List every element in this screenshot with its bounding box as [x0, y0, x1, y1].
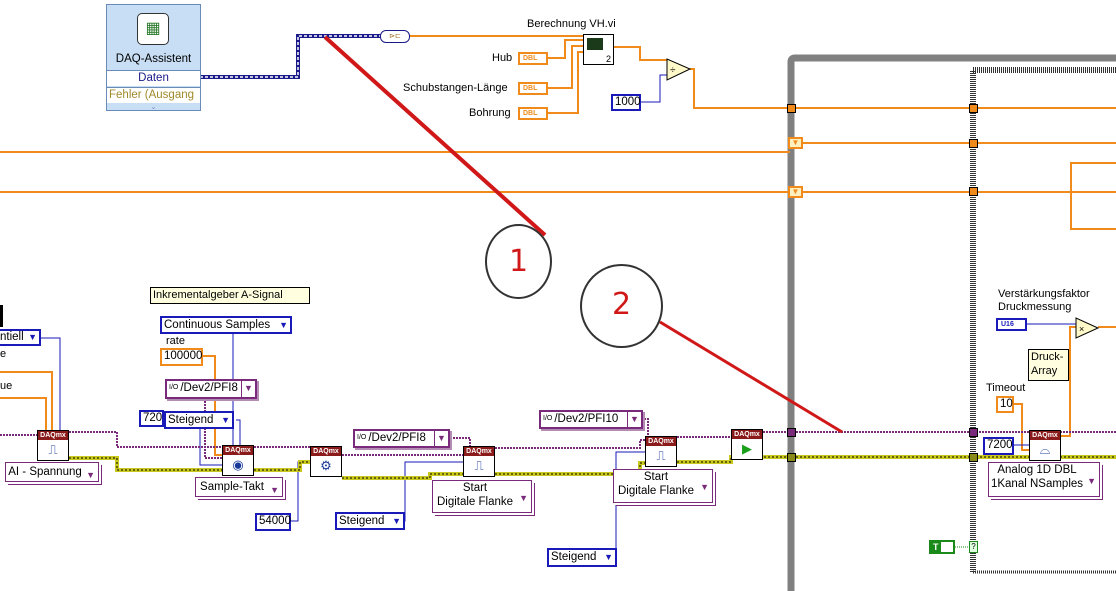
daq-assistant-title: DAQ-Assistent — [115, 53, 192, 65]
expand-chevron-icon[interactable]: ⌄ — [150, 104, 157, 111]
constant-54000[interactable]: 54000 — [255, 513, 291, 531]
double-wires — [0, 35, 1116, 456]
case-tunnel — [969, 187, 978, 196]
constant-7200[interactable]: 7200 — [983, 437, 1014, 455]
inner-structure — [1070, 162, 1116, 230]
constant-1000[interactable]: 1000 — [611, 94, 641, 111]
error-tunnel — [969, 453, 978, 462]
u16-control[interactable]: U16 — [996, 318, 1027, 331]
partial-label: e — [0, 348, 7, 360]
case-tunnel — [969, 104, 978, 113]
while-loop-border — [787, 54, 1116, 591]
task-tunnel — [969, 428, 978, 437]
daqmx-create-channel[interactable]: DAQmx⎍ — [37, 430, 69, 461]
stop-condition-icon: ? — [969, 541, 978, 553]
subvi-label: Berechnung VH.vi — [527, 18, 616, 30]
rate-label: rate — [166, 335, 185, 347]
subvi-badge: 2 — [605, 54, 611, 64]
terminal-config-enum[interactable]: ntiell▼ — [0, 329, 41, 346]
bohrung-control[interactable]: DBL — [518, 107, 548, 120]
error-tunnel — [787, 453, 796, 462]
io-glyph: I/O — [543, 415, 553, 422]
daqmx-start-task[interactable]: DAQmx▶ — [731, 429, 763, 460]
pfi8-channel-a[interactable]: I/O/Dev2/PFI8▼ — [165, 379, 257, 399]
timeout-label: Timeout — [986, 382, 1026, 394]
annotation-circle-2: 2 — [580, 264, 663, 348]
timeout-constant[interactable]: 10 — [996, 396, 1014, 413]
steigend-enum-1[interactable]: Steigend▼ — [164, 411, 234, 429]
case-structure-border — [970, 67, 1116, 572]
shift-register-icon: ▼ — [788, 137, 803, 149]
play-icon: ▶ — [742, 441, 752, 456]
svg-text:×: × — [1079, 324, 1084, 334]
dropdown-arrow-icon: ▼ — [28, 332, 37, 342]
daqmx-configure-input-buffer[interactable]: DAQmx⚙ — [310, 446, 342, 477]
ai-spannung-selector[interactable]: AI - Spannung▼ — [5, 462, 99, 482]
convert-dynamic-data-icon: ⊳⊏ — [380, 30, 410, 43]
continuous-samples-enum[interactable]: Continuous Samples▼ — [160, 316, 292, 334]
shift-register-icon: ▼ — [788, 186, 803, 198]
dynamic-wire — [200, 34, 383, 79]
hub-control[interactable]: DBL — [518, 52, 548, 65]
create-channel-icon: ⎍ — [48, 442, 58, 457]
svg-text:÷: ÷ — [670, 65, 676, 76]
divide-function — [666, 58, 692, 81]
steigend-enum-3[interactable]: Steigend▼ — [547, 548, 617, 567]
daqmx-trigger-2[interactable]: DAQmx⎍ — [645, 436, 677, 467]
io-glyph: I/O — [169, 384, 179, 391]
inkrementalgeber-label: Inkrementalgeber A-Signal — [150, 287, 310, 304]
daq-assistant-express-vi[interactable]: ▦ DAQ-Assistent Daten Fehler (Ausgang ⌄ — [106, 4, 201, 111]
glasses-icon: ⌓ — [1039, 442, 1051, 457]
schubstange-control[interactable]: DBL — [518, 82, 548, 95]
hub-label: Hub — [492, 52, 513, 64]
steigend-enum-2[interactable]: Steigend▼ — [335, 512, 405, 530]
output-fehler[interactable]: Fehler (Ausgang — [107, 87, 200, 103]
task-tunnel — [787, 428, 796, 437]
constant-720[interactable]: 720 — [139, 410, 164, 427]
digital-edge-icon: ⎍ — [474, 458, 484, 473]
druck-array-label: Druck-Array — [1028, 349, 1069, 381]
annotation-circle-1: 1 — [485, 224, 552, 299]
case-tunnel — [969, 139, 978, 148]
true-constant[interactable]: T — [929, 540, 955, 554]
annotation-line-2 — [659, 320, 843, 434]
partial-element — [0, 305, 3, 327]
pfi10-channel[interactable]: I/O/Dev2/PFI10▼ — [539, 410, 643, 429]
scope-icon — [587, 38, 603, 50]
pfi8-channel-b[interactable]: I/O/Dev2/PFI8▼ — [353, 429, 450, 448]
daq-card-icon: ▦ — [137, 13, 169, 45]
verstaerkung-label: Verstärkungsfaktor Druckmessung — [998, 288, 1090, 313]
output-daten[interactable]: Daten — [107, 70, 200, 86]
daqmx-trigger-1[interactable]: DAQmx⎍ — [463, 446, 495, 477]
wrench-buffer-icon: ⚙ — [320, 458, 332, 473]
digital-edge-icon: ⎍ — [656, 448, 666, 463]
bohrung-label: Bohrung — [469, 107, 511, 119]
daqmx-read[interactable]: DAQmx⌓ — [1029, 430, 1061, 461]
clock-icon: ◉ — [232, 457, 244, 472]
sample-takt-selector[interactable]: Sample-Takt▼ — [195, 477, 283, 497]
loop-tunnel — [787, 104, 796, 113]
io-glyph: I/O — [357, 434, 367, 441]
rate-constant[interactable]: 100000 — [160, 348, 203, 366]
daqmx-timing[interactable]: DAQmx◉ — [222, 445, 254, 476]
multiply-function — [1075, 317, 1100, 339]
berechnung-vh-subvi[interactable]: 2 — [583, 34, 614, 65]
schubstange-label: Schubstangen-Länge — [403, 82, 508, 94]
partial-label: ue — [0, 380, 13, 392]
annotation-line-1 — [323, 35, 547, 237]
